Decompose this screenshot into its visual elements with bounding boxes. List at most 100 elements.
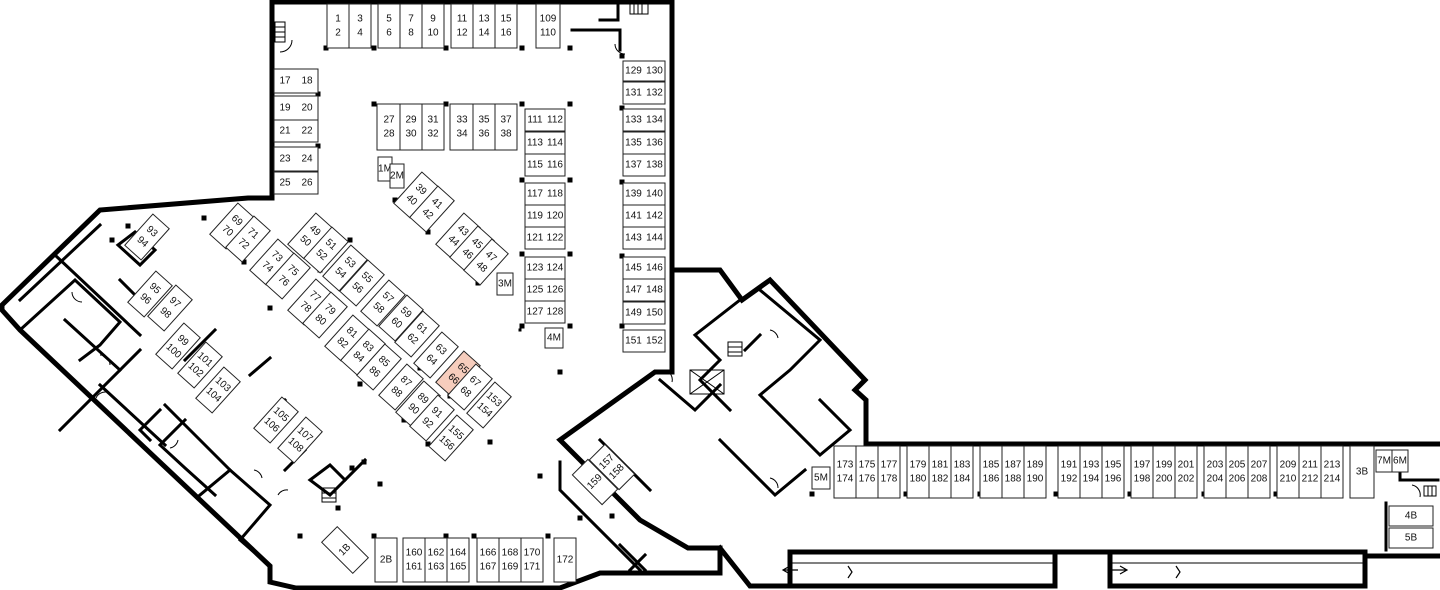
stall-1-2[interactable]: 12 bbox=[326, 3, 350, 49]
stall-2B[interactable]: 2B bbox=[374, 537, 398, 583]
stall-9-10[interactable]: 910 bbox=[421, 3, 445, 49]
stall-1B[interactable]: 1B bbox=[320, 525, 370, 575]
stall-5M[interactable]: 5M bbox=[811, 466, 831, 490]
stall-3B[interactable]: 3B bbox=[1349, 445, 1375, 499]
stall-5-6[interactable]: 56 bbox=[377, 3, 401, 49]
stall-2M[interactable]: 2M bbox=[389, 163, 405, 189]
stall-172[interactable]: 172 bbox=[553, 537, 577, 583]
stall-5B[interactable]: 5B bbox=[1388, 527, 1434, 549]
stall-4M[interactable]: 4M bbox=[544, 327, 564, 349]
stall-3-4[interactable]: 34 bbox=[348, 3, 372, 49]
stall-6M[interactable]: 6M bbox=[1391, 449, 1409, 473]
stall-159[interactable]: 159 bbox=[571, 458, 619, 506]
